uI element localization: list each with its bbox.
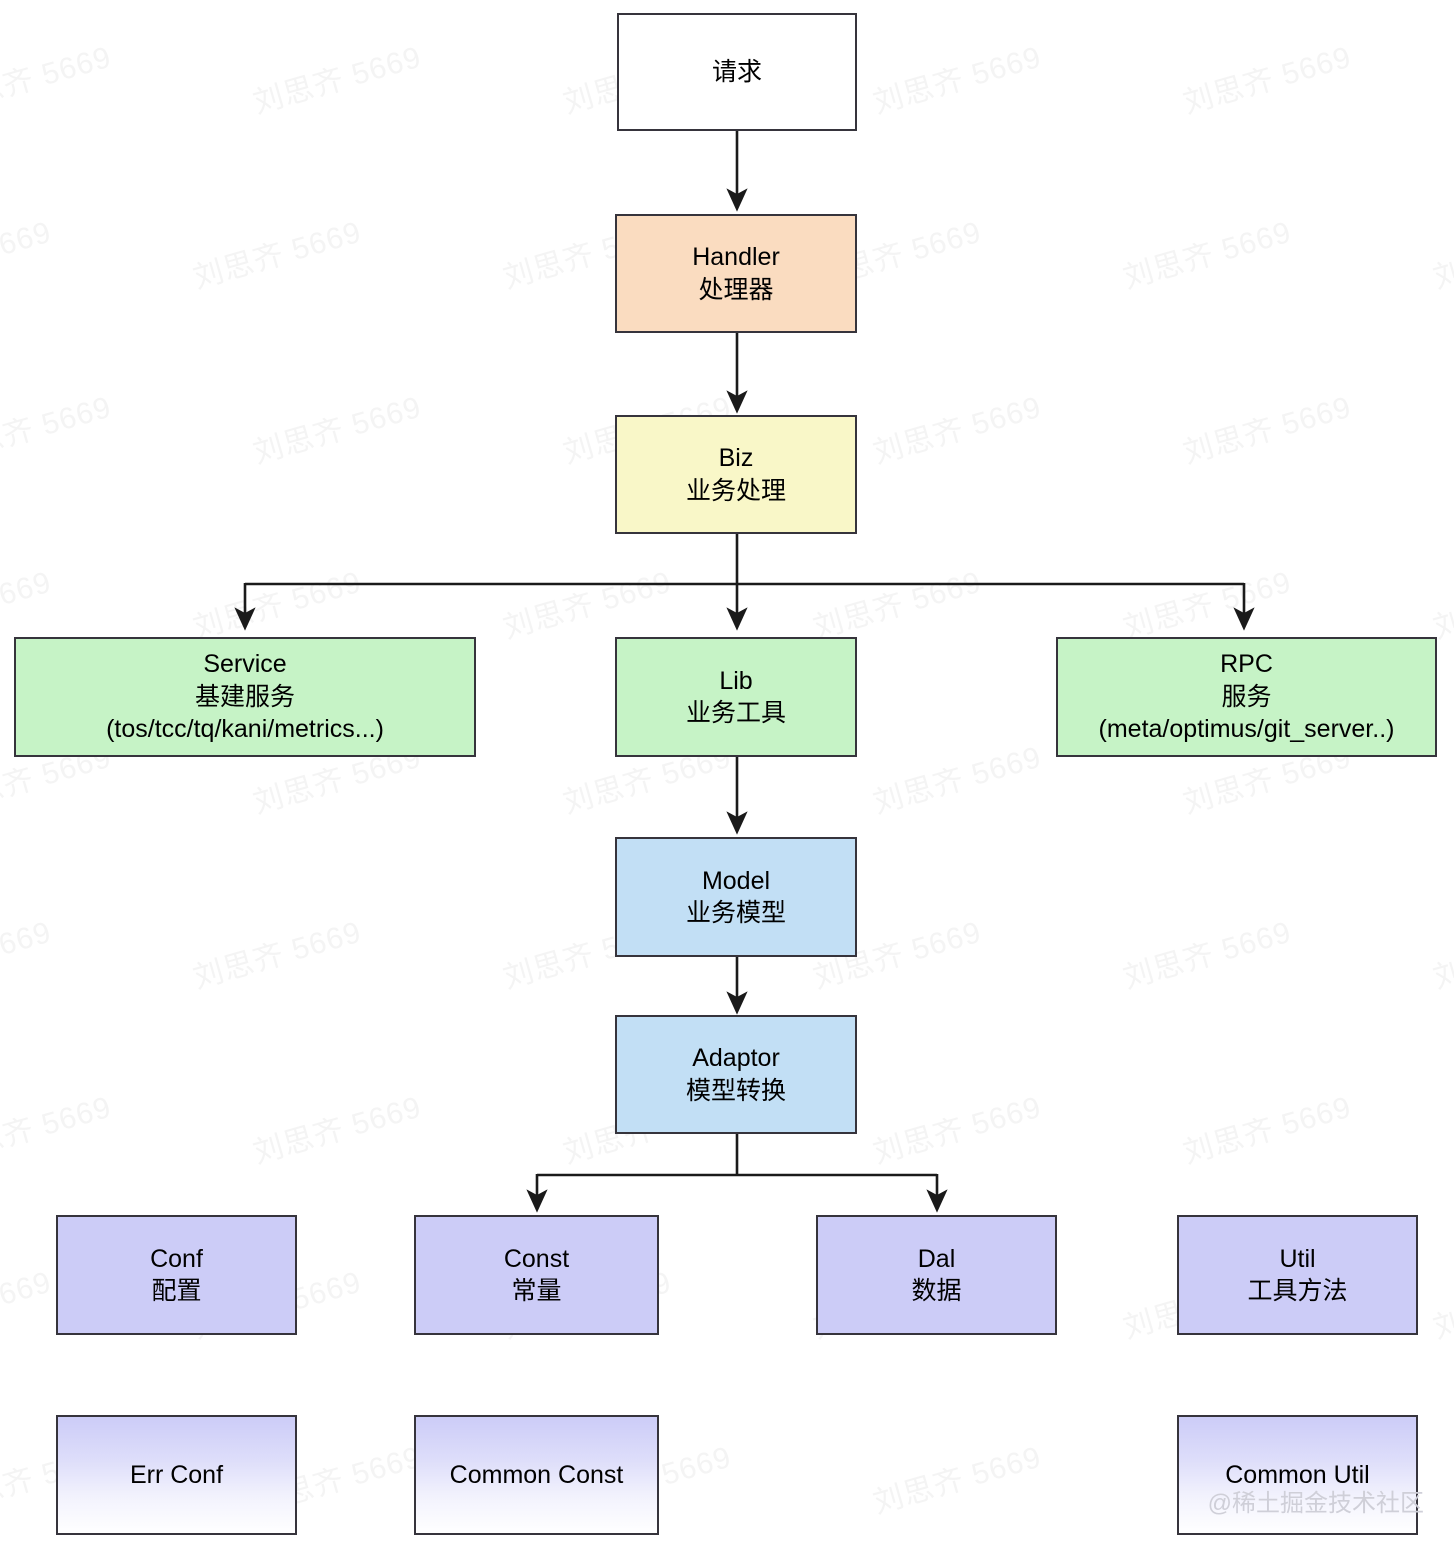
node-biz-label-cn: 业务处理 <box>685 476 786 505</box>
watermark-tile: 刘思齐 5669 <box>189 565 366 646</box>
node-conf-label-en: Conf <box>150 1244 203 1273</box>
watermark-tile: 刘思齐 5669 <box>809 565 986 646</box>
node-dal[interactable]: Dal 数据 <box>816 1215 1057 1335</box>
watermark-tile: 刘思齐 5669 <box>189 215 366 296</box>
node-handler[interactable]: Handler 处理器 <box>615 214 857 333</box>
node-common-const[interactable]: Common Const <box>414 1415 659 1535</box>
watermark-tile: 刘思齐 5669 <box>1429 916 1454 996</box>
node-handler-label-en: Handler <box>692 243 780 271</box>
node-lib-label-en: Lib <box>719 666 753 695</box>
node-lib[interactable]: Lib 业务工具 <box>615 637 857 757</box>
watermark-tile: 刘思齐 5669 <box>0 1090 116 1171</box>
watermark-tile: 刘思齐 5669 <box>1179 390 1356 471</box>
node-rpc[interactable]: RPC 服务 (meta/optimus/git_server..) <box>1056 637 1437 757</box>
watermark-tile: 刘思齐 5669 <box>869 40 1046 121</box>
watermark-tile: 刘思齐 5669 <box>0 1265 56 1345</box>
edge-adaptor-branch <box>526 1134 948 1213</box>
watermark-tile: 刘思齐 5669 <box>189 915 366 996</box>
node-lib-label-cn: 业务工具 <box>685 699 786 727</box>
watermark-tile: 刘思齐 5669 <box>869 390 1046 471</box>
watermark-tile: 刘思齐 5669 <box>499 565 676 646</box>
node-dal-label-en: Dal <box>917 1244 956 1273</box>
node-common-util-label: Common Util <box>1225 1460 1370 1489</box>
node-model[interactable]: Model 业务模型 <box>615 837 857 957</box>
node-util-label-cn: 工具方法 <box>1247 1277 1348 1305</box>
node-rpc-label-cn: 服务 <box>1221 682 1272 711</box>
node-request[interactable]: 请求 <box>617 13 857 131</box>
node-handler-label-cn: 处理器 <box>698 275 774 304</box>
node-biz[interactable]: Biz 业务处理 <box>615 415 857 534</box>
watermark-tile: 刘思齐 5669 <box>0 40 116 121</box>
node-err-conf-label: Err Conf <box>129 1460 224 1489</box>
watermark-tile: 刘思齐 5669 <box>1179 40 1356 121</box>
node-request-label-cn: 请求 <box>711 57 762 86</box>
node-conf[interactable]: Conf 配置 <box>56 1215 297 1335</box>
node-conf-label-cn: 配置 <box>151 1277 202 1305</box>
watermark-tile: 刘思齐 5669 <box>249 1090 426 1171</box>
watermark-tile: 刘思齐 5669 <box>0 565 56 645</box>
node-util-label-en: Util <box>1279 1244 1316 1273</box>
node-biz-label-en: Biz <box>718 444 754 472</box>
node-model-label-en: Model <box>701 866 771 895</box>
node-service[interactable]: Service 基建服务 (tos/tcc/tq/kani/metrics...… <box>14 637 476 757</box>
watermark-tile: 刘思齐 5669 <box>869 1090 1046 1171</box>
watermark-tile: 刘思齐 5669 <box>0 390 116 471</box>
node-service-label-extra: (tos/tcc/tq/kani/metrics...) <box>106 715 384 744</box>
node-service-label-en: Service <box>203 650 287 679</box>
node-util[interactable]: Util 工具方法 <box>1177 1215 1418 1335</box>
watermark-tile: 刘思齐 5669 <box>1119 915 1296 996</box>
watermark-tile: 刘思齐 5669 <box>249 40 426 121</box>
node-common-const-label: Common Const <box>449 1460 624 1489</box>
node-model-label-cn: 业务模型 <box>685 899 786 927</box>
node-adaptor-label-cn: 模型转换 <box>685 1076 786 1105</box>
watermark-tile: 刘思齐 5669 <box>869 1440 1046 1521</box>
watermark-tile: 刘思齐 5669 <box>1119 565 1296 646</box>
corner-watermark: @稀土掘金技术社区 <box>1207 1490 1424 1517</box>
edge-biz-branch <box>234 534 1255 631</box>
node-rpc-label-en: RPC <box>1220 650 1273 679</box>
node-adaptor-label-en: Adaptor <box>692 1044 780 1072</box>
watermark-tile: 刘思齐 5669 <box>869 740 1046 821</box>
watermark-tile: 刘思齐 5669 <box>0 215 56 295</box>
watermark-tile: 刘思齐 5669 <box>1429 566 1454 646</box>
node-dal-label-cn: 数据 <box>911 1277 962 1305</box>
node-rpc-label-extra: (meta/optimus/git_server..) <box>1098 715 1395 744</box>
watermark-tile: 刘思齐 5669 <box>1119 215 1296 296</box>
watermark-tile: 刘思齐 5669 <box>1429 216 1454 296</box>
watermark-tile: 刘思齐 5669 <box>0 915 56 995</box>
node-const[interactable]: Const 常量 <box>414 1215 659 1335</box>
watermark-tile: 刘思齐 5669 <box>1429 1266 1454 1346</box>
node-adaptor[interactable]: Adaptor 模型转换 <box>615 1015 857 1134</box>
watermark-tile: 刘思齐 5669 <box>249 390 426 471</box>
node-service-label-cn: 基建服务 <box>194 682 295 711</box>
node-err-conf[interactable]: Err Conf <box>56 1415 297 1535</box>
node-const-label-en: Const <box>503 1244 570 1273</box>
node-common-util[interactable]: Common Util <box>1177 1415 1418 1535</box>
node-const-label-cn: 常量 <box>511 1277 562 1305</box>
watermark-tile: 刘思齐 5669 <box>1179 1090 1356 1171</box>
